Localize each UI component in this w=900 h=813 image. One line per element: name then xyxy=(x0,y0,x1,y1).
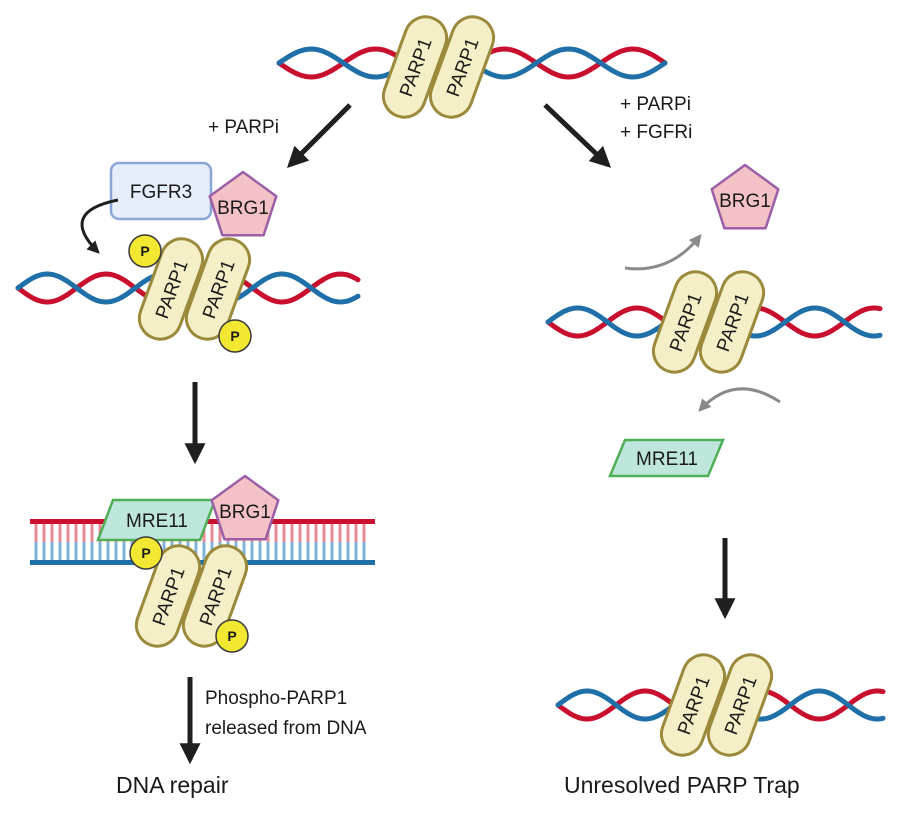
brg1-protein-released: BRG1 xyxy=(710,163,780,230)
mre11-protein-released: MRE11 xyxy=(608,438,725,478)
left-outcome-label: DNA repair xyxy=(116,772,229,798)
left-parp1-dimer: PARP1 PARP1 xyxy=(137,237,252,341)
left-treatment-label: + PARPi xyxy=(208,117,279,138)
top-parp1-dimer: PARP1 PARP1 xyxy=(381,15,496,119)
right-treatment-label-1: + PARPi xyxy=(620,94,691,115)
right-outcome-label: Unresolved PARP Trap xyxy=(564,772,800,798)
brg1-release-arrow xyxy=(624,234,702,271)
svg-text:P: P xyxy=(140,243,149,259)
release-label-1: Phospho-PARP1 xyxy=(205,688,347,709)
parp1-molecule: PARP1 xyxy=(651,270,719,374)
svg-text:BRG1: BRG1 xyxy=(719,191,771,212)
phospho-group: P xyxy=(218,319,252,353)
parp1-molecule: PARP1 xyxy=(698,270,766,374)
phospho-group: P xyxy=(128,234,162,268)
parp1-molecule: PARP1 xyxy=(706,653,774,757)
left-parp1-dimer-repair: PARP1 PARP1 xyxy=(134,544,249,648)
parp1-molecule: PARP1 xyxy=(659,653,727,757)
svg-text:P: P xyxy=(141,545,150,561)
phospho-group: P xyxy=(129,536,163,570)
release-label-2: released from DNA xyxy=(205,718,367,739)
phospho-group: P xyxy=(215,619,249,653)
right-treatment-label-2: + FGFRi xyxy=(620,122,692,143)
fgfr3-kinase: FGFR3 xyxy=(109,161,213,221)
svg-text:P: P xyxy=(230,328,239,344)
parp1-molecule: PARP1 xyxy=(181,544,249,648)
brg1-protein: BRG1 xyxy=(210,474,280,541)
trapped-parp1-dimer: PARP1 PARP1 xyxy=(659,653,774,757)
right-parp1-dimer: PARP1 PARP1 xyxy=(651,270,766,374)
brg1-protein: BRG1 xyxy=(208,170,278,237)
svg-text:FGFR3: FGFR3 xyxy=(130,182,192,203)
svg-text:P: P xyxy=(227,628,236,644)
svg-text:BRG1: BRG1 xyxy=(219,502,271,523)
arrow-to-right-branch xyxy=(543,103,612,168)
parp1-molecule: PARP1 xyxy=(137,237,205,341)
parp1-molecule: PARP1 xyxy=(134,544,202,648)
phosphorylation-arrow xyxy=(80,198,119,254)
parp1-molecule: PARP1 xyxy=(184,237,252,341)
svg-text:MRE11: MRE11 xyxy=(126,511,188,532)
mre11-protein: MRE11 xyxy=(96,498,217,542)
arrow-to-left-branch xyxy=(287,103,352,168)
parp1-molecule: PARP1 xyxy=(428,15,496,119)
svg-text:BRG1: BRG1 xyxy=(217,198,269,219)
mre11-release-arrow xyxy=(698,387,781,412)
parp1-molecule: PARP1 xyxy=(381,15,449,119)
svg-text:MRE11: MRE11 xyxy=(636,449,698,470)
